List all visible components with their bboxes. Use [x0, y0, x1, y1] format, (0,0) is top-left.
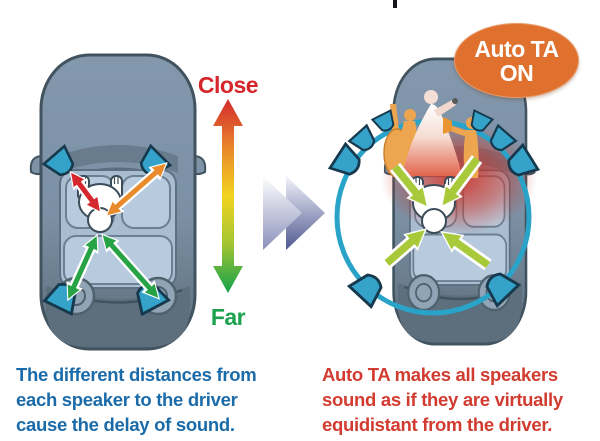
right-caption: Auto TA makes all speakers sound as if t…	[322, 362, 600, 437]
equal-distance-arrow	[440, 155, 483, 208]
caption-line: each speaker to the driver	[16, 389, 238, 410]
far-label: Far	[210, 304, 246, 330]
left-caption: The different distances from each speake…	[16, 362, 306, 437]
speaker-icon	[348, 124, 381, 157]
left-car-illustration	[29, 53, 207, 351]
caption-line: The different distances from	[16, 364, 257, 385]
rear-right-distance-arrow	[101, 233, 160, 300]
caption-line: equidistant from the driver.	[322, 414, 553, 435]
equal-distance-arrow	[389, 162, 429, 209]
caption-line: Auto TA makes all speakers	[322, 364, 558, 385]
badge-line-1: Auto TA	[474, 35, 559, 62]
auto-ta-on-badge: Auto TA ON	[454, 23, 579, 98]
equal-distance-arrows	[382, 155, 492, 271]
close-label: Close	[197, 72, 259, 98]
caption-line: cause the delay of sound.	[16, 414, 235, 435]
front-left-distance-arrow	[69, 170, 102, 214]
transition-chevron-icon	[263, 176, 325, 250]
equal-distance-arrow	[382, 228, 428, 268]
badge-line-2: ON	[499, 59, 534, 86]
front-right-distance-arrow	[105, 162, 168, 217]
right-car-illustration	[328, 57, 540, 346]
equal-distance-arrow	[440, 231, 492, 271]
caption-line: sound as if they are virtually	[322, 389, 563, 410]
cropped-text-artifact	[393, 0, 397, 8]
gradient-distance-scale-arrow	[213, 99, 243, 293]
rear-left-distance-arrow	[66, 233, 99, 302]
